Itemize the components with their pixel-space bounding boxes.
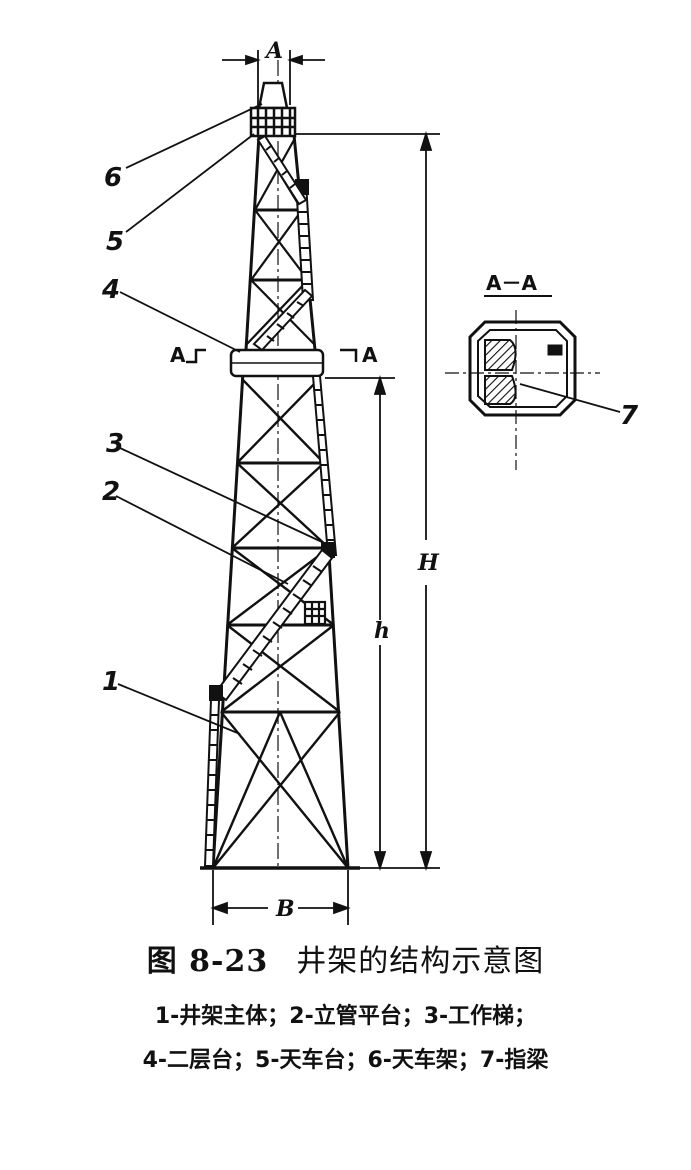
figure-title: 井架的结构示意图	[296, 944, 545, 979]
callout-5: 5	[106, 227, 124, 257]
section-view-a-a	[445, 310, 600, 470]
dimension-platform-height	[325, 374, 395, 872]
dimension-base-width	[210, 870, 351, 925]
dimension-top-width	[222, 50, 325, 105]
callout-2: 2	[102, 477, 120, 507]
callout-6: 6	[104, 163, 122, 193]
callout-1: 1	[102, 667, 120, 697]
cut-mark-left: A	[170, 343, 186, 367]
figure-legend-line-1: 1-井架主体；2-立管平台；3-工作梯；	[154, 1004, 537, 1029]
dimension-label-a: A	[264, 38, 283, 64]
crown-platform	[249, 106, 297, 138]
standpipe-platform	[303, 600, 327, 626]
cut-mark-left-bracket	[186, 348, 206, 364]
callout-7: 7	[620, 401, 639, 431]
monkey-board	[229, 348, 325, 378]
crown-block-frame	[257, 81, 289, 110]
cut-mark-right-bracket	[340, 348, 358, 362]
figure-legend-line-2: 4-二层台；5-天车台；6-天车架；7-指梁	[142, 1048, 549, 1073]
dimension-total-height	[296, 130, 440, 872]
figure-caption: 图 8-23 井架的结构示意图	[0, 936, 691, 980]
working-ladder-upper	[252, 134, 315, 352]
dimension-label-b: B	[275, 896, 295, 922]
cut-mark-right: A	[362, 343, 378, 367]
derrick-main-body	[200, 134, 360, 870]
section-title: A－A	[486, 271, 537, 295]
callout-4: 4	[101, 275, 120, 305]
working-ladder-lower	[203, 375, 338, 867]
dimension-label-h-total: H	[417, 550, 440, 576]
figure-number: 图 8-23	[146, 944, 269, 979]
leader-lines	[115, 103, 621, 735]
callout-3: 3	[106, 429, 124, 459]
dimension-label-h-platform: h	[374, 618, 390, 644]
